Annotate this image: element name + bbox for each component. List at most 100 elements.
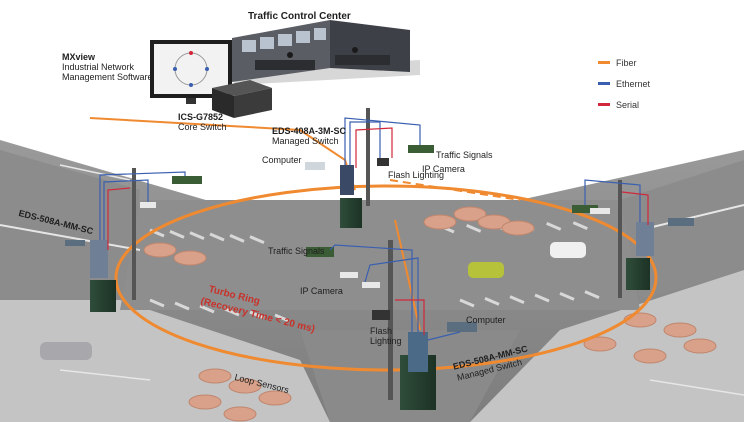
core-switch-role: Core Switch	[178, 122, 227, 132]
ethernet-cable	[344, 117, 421, 165]
fiber-lower-link	[394, 219, 421, 331]
rack-side	[234, 88, 272, 118]
core-switch-rack	[212, 80, 272, 118]
signal-head	[572, 205, 598, 213]
operator-desk	[255, 60, 315, 70]
crosswalks	[149, 221, 600, 323]
pole-right	[618, 180, 622, 298]
wall-screen	[296, 31, 310, 43]
loop-sensor-pad	[583, 336, 617, 352]
wall-screen	[314, 28, 326, 40]
pole-front	[388, 240, 393, 400]
legend-swatch-ethernet	[598, 82, 610, 85]
mxview-label: MXview	[62, 52, 96, 62]
flash-light	[377, 158, 389, 166]
crosswalk-stripe	[199, 304, 215, 314]
wall-screen	[242, 40, 256, 52]
crosswalk-stripe	[546, 221, 562, 231]
car-gray	[40, 342, 92, 360]
operator-figure	[352, 47, 358, 53]
crosswalk-stripe	[189, 231, 205, 241]
computer-label-2: Computer	[466, 315, 506, 325]
loop-sensor-pad	[228, 378, 262, 394]
ethernet-cable	[364, 257, 419, 332]
signal-poles	[65, 108, 694, 400]
topology-node	[173, 67, 177, 71]
legend-swatch-fiber	[598, 61, 610, 64]
loop-sensor-pad	[173, 250, 207, 266]
crosswalk-stripe	[249, 235, 265, 245]
switch-eds508-left	[90, 240, 108, 278]
vehicles	[40, 242, 586, 360]
managed-switch-label: Managed Switch	[272, 136, 339, 146]
turbo-ring-fiber	[114, 184, 658, 372]
computer-box	[668, 218, 694, 226]
topology-node	[189, 83, 193, 87]
crosswalk-stripe	[559, 291, 575, 301]
field-cabinets	[90, 165, 654, 410]
road-right-arm	[620, 160, 744, 300]
legend-label: Ethernet	[616, 78, 651, 89]
wall-screen	[278, 34, 292, 46]
computer-label: Computer	[262, 155, 302, 165]
signal-head	[172, 176, 202, 184]
legend-swatch-serial	[598, 103, 610, 106]
crosswalk-stripe	[209, 232, 225, 242]
lighting-label-2: Lighting	[370, 336, 402, 346]
operator-figure	[287, 52, 293, 58]
switch-eds508-front	[408, 332, 428, 372]
ethernet-cable	[427, 331, 461, 341]
camera-body	[340, 272, 358, 278]
camera-body	[362, 282, 380, 288]
rack-front	[212, 88, 234, 118]
ethernet-cable	[584, 179, 641, 222]
lane-marking	[649, 379, 744, 396]
flash-label-2: Flash	[370, 326, 393, 336]
ethernet-cable	[349, 121, 381, 165]
mxview-subtitle: Industrial Network	[62, 62, 135, 72]
serial-cable	[107, 187, 131, 250]
loop-sensor-pad	[188, 394, 222, 410]
serial-cable	[395, 299, 425, 335]
car-green	[468, 262, 504, 278]
legend-item-ethernet: Ethernet	[598, 73, 708, 94]
lane-marking	[0, 224, 141, 251]
ethernet-cable	[99, 171, 186, 240]
crosswalk-stripe	[466, 223, 482, 233]
cabinet-back	[340, 198, 362, 228]
signal-head	[306, 247, 334, 257]
flash-lighting-label: Flash Lighting	[388, 170, 445, 180]
mxview-monitor	[150, 40, 232, 104]
page-title: Traffic Control Center	[248, 11, 351, 22]
pole-back	[366, 108, 370, 206]
loop-sensor-pad	[423, 214, 457, 230]
core-switch-model: ICS-G7852	[178, 112, 224, 122]
camera-body	[140, 202, 156, 208]
monitor-stand	[186, 98, 196, 104]
flash-light	[372, 310, 390, 320]
traffic-signals-label-2: Traffic Signals	[268, 246, 325, 256]
loop-sensor-pad	[501, 220, 535, 236]
lane-marking	[59, 164, 131, 181]
legend-label: Serial	[616, 99, 640, 110]
signal-head	[408, 145, 434, 153]
legend-item-fiber: Fiber	[598, 52, 708, 73]
crosswalk-stripe	[534, 293, 550, 303]
ip-camera-label-2: IP Camera	[300, 286, 343, 296]
loop-sensor-pad	[453, 206, 487, 222]
lane-marking	[59, 369, 151, 381]
switch-right	[636, 222, 654, 256]
crosswalk-stripe	[509, 295, 525, 305]
legend-label: Fiber	[616, 57, 637, 68]
crosswalk-stripe	[224, 307, 240, 317]
legend-item-serial: Serial	[598, 94, 708, 115]
crosswalk-stripe	[149, 298, 165, 308]
serial-cable	[355, 127, 393, 168]
loop-sensor-pad	[223, 406, 257, 422]
car-white	[550, 242, 586, 258]
ethernet-cable	[103, 179, 149, 240]
operator-desk	[335, 55, 390, 65]
cabinet-right	[626, 258, 650, 290]
